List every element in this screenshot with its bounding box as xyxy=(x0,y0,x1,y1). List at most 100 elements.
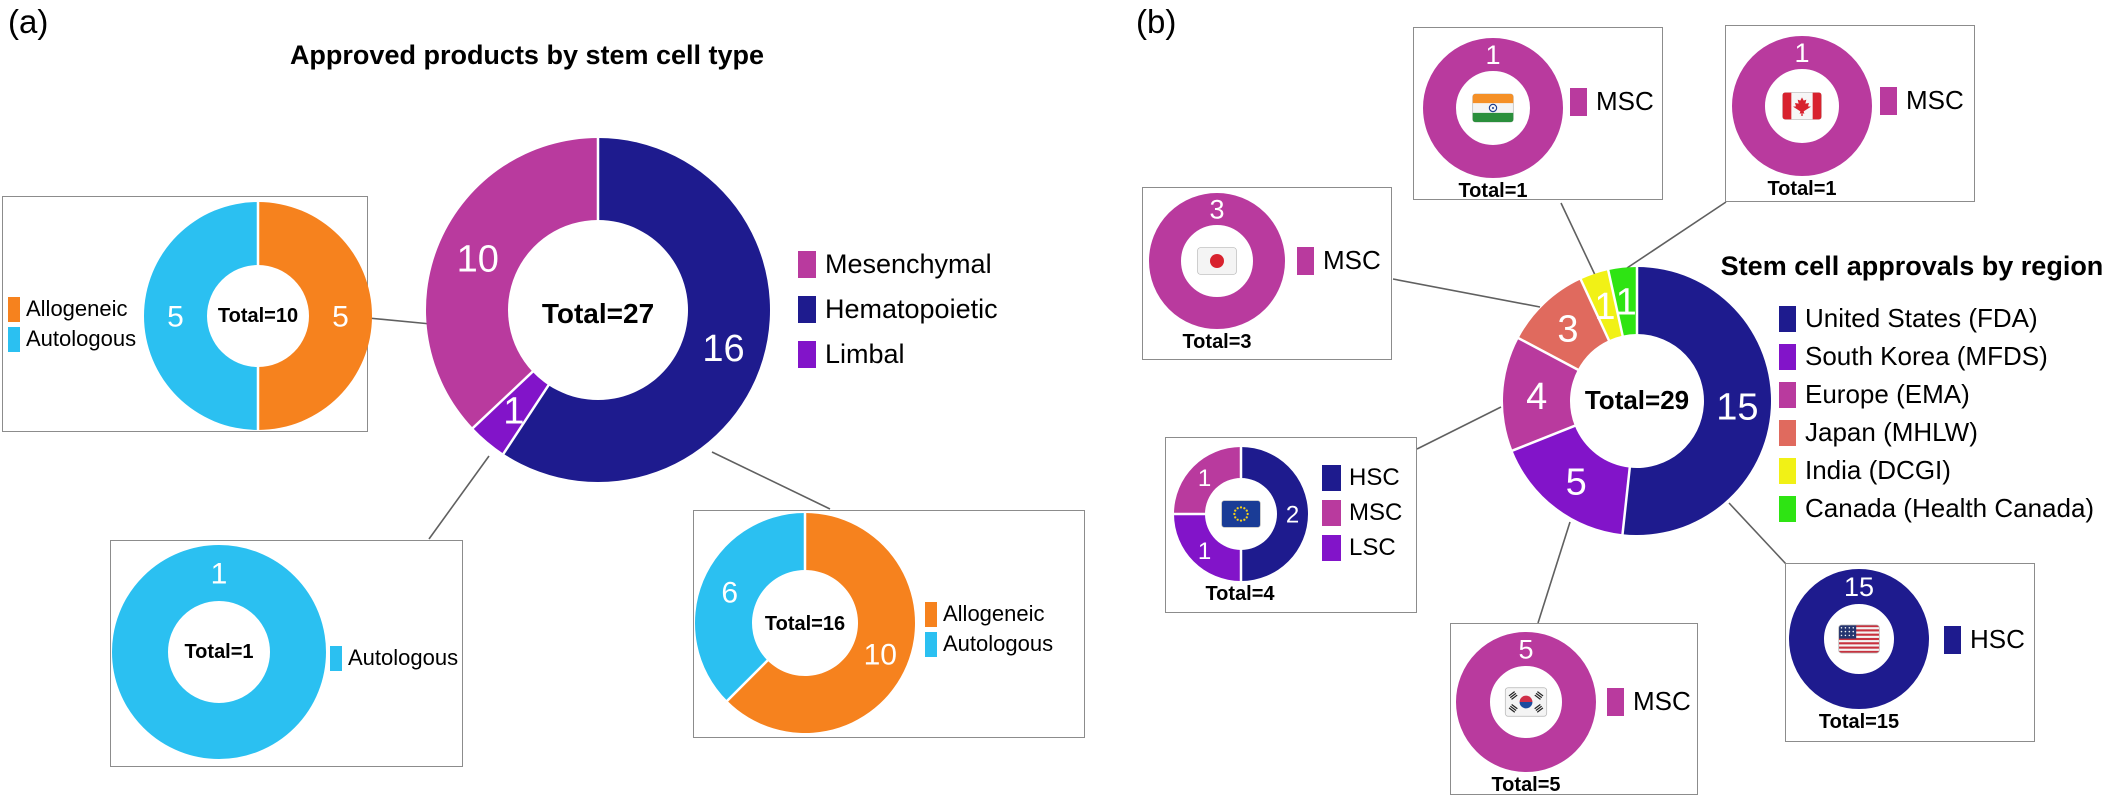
eu-flag-icon xyxy=(1221,500,1261,528)
legend-swatch xyxy=(1779,457,1796,484)
legend-label: Autologous xyxy=(943,631,1054,656)
legend-swatch xyxy=(330,645,342,671)
slice-separator xyxy=(1606,268,1625,337)
total-b-korea: Total=5 xyxy=(1491,774,1561,796)
total-b-main: Total=29 xyxy=(1584,385,1690,415)
legend-b-korea: MSC xyxy=(1607,686,1691,717)
panel-b-title: Stem cell approvals by region xyxy=(1720,251,2104,281)
connector-line xyxy=(1392,278,1541,308)
legend-swatch xyxy=(1779,305,1796,332)
legend-item-msc: MSC xyxy=(1322,499,1402,527)
connector-line xyxy=(428,455,490,540)
total-b-usa: Total=15 xyxy=(1818,711,1900,733)
pie-slice-india-dcgi xyxy=(1580,270,1623,341)
total-a-main: Total=27 xyxy=(541,298,655,329)
legend-label: HSC xyxy=(1349,464,1400,491)
slice-value-label: 15 xyxy=(1844,572,1874,602)
donut-japan: 3 xyxy=(1149,193,1285,329)
legend-swatch xyxy=(925,631,937,657)
connector-line xyxy=(367,317,432,325)
legend-swatch xyxy=(798,296,816,323)
legend-swatch xyxy=(1779,419,1796,446)
legend-label: Autologous xyxy=(348,645,459,670)
legend-item-autologous: Autologous xyxy=(8,326,136,352)
donut-south-korea: 5 xyxy=(1456,632,1596,772)
donut-canada: 1 xyxy=(1732,36,1872,176)
pie-slice-msc xyxy=(1456,632,1596,772)
legend-label: MSC xyxy=(1596,86,1654,116)
legend-label: MSC xyxy=(1906,85,1964,115)
pie-slice-canada-health-canada xyxy=(1608,267,1637,336)
total-b-india: Total=1 xyxy=(1458,180,1528,202)
donut-approved-by-stem-cell-type: 16 1 10 xyxy=(426,137,770,482)
legend-label: HSC xyxy=(1970,624,2025,654)
pie-slice-hsc xyxy=(1789,569,1929,709)
slice-value-label: 1 xyxy=(211,558,228,591)
legend-label: MSC xyxy=(1323,245,1381,275)
legend-label: MSC xyxy=(1349,499,1403,526)
legend-swatch xyxy=(1297,246,1314,275)
legend-item-mesenchymal: Mesenchymal xyxy=(798,249,998,280)
slice-value-label: 10 xyxy=(457,238,499,280)
pie-slice-allogeneic xyxy=(727,513,915,733)
slice-value-label: 16 xyxy=(702,328,744,370)
legend-swatch xyxy=(1779,381,1796,408)
donut-mesenchymal-allo-auto: 55 xyxy=(144,201,372,431)
donut-hematopoietic-allo-auto: 106 xyxy=(695,512,915,733)
panel-a-label: (a) xyxy=(8,3,49,40)
legend-label: India (DCGI) xyxy=(1805,455,1951,485)
canada-flag-icon xyxy=(1782,92,1822,120)
donut-india: 1 xyxy=(1423,38,1563,178)
legend-item-limbal: Limbal xyxy=(798,339,998,370)
pie-slice-autologous xyxy=(144,202,258,430)
connector-line xyxy=(1728,502,1787,565)
legend-swatch xyxy=(798,341,816,368)
donut-europe: 211 xyxy=(1173,446,1308,582)
legend-a-sat1: Autologous xyxy=(330,645,458,671)
total-b-canada: Total=1 xyxy=(1767,178,1837,200)
slice-value-label: 1 xyxy=(503,391,524,433)
slice-separator xyxy=(471,370,535,430)
legend-label: Allogeneic xyxy=(26,296,128,321)
connector-line xyxy=(1416,406,1502,450)
legend-label: Allogeneic xyxy=(943,601,1045,626)
slice-value-label: 2 xyxy=(1286,501,1299,528)
legend-label: Canada (Health Canada) xyxy=(1805,493,2095,523)
slice-separator xyxy=(501,383,551,456)
total-a-sat1: Total=1 xyxy=(184,641,254,663)
legend-swatch xyxy=(1570,87,1587,116)
slice-value-label: 4 xyxy=(1526,376,1547,418)
connector-line xyxy=(1560,202,1597,278)
pie-slice-lsc xyxy=(1174,514,1241,581)
slice-value-label: 1 xyxy=(1485,40,1500,70)
legend-item-hematopoietic: Hematopoietic xyxy=(798,294,998,325)
slice-value-label: 1 xyxy=(1198,465,1211,492)
legend-item-united-states-fda: United States (FDA) xyxy=(1779,303,2094,334)
legend-label: Hematopoietic xyxy=(825,294,998,324)
legend-swatch xyxy=(925,601,937,627)
legend-b-japan: MSC xyxy=(1297,245,1381,276)
legend-swatch xyxy=(8,296,20,322)
pie-slice-europe-ema xyxy=(1503,338,1578,451)
legend-swatch xyxy=(1779,495,1796,522)
legend-label: Japan (MHLW) xyxy=(1805,417,1978,447)
slice-value-label: 3 xyxy=(1209,194,1224,224)
india-flag-icon xyxy=(1472,93,1514,123)
legend-item-south-korea-mfds: South Korea (MFDS) xyxy=(1779,341,2094,372)
legend-item-msc: MSC xyxy=(1297,245,1381,276)
connector-line xyxy=(711,451,831,510)
total-a-sat16: Total=16 xyxy=(764,613,846,635)
legend-swatch xyxy=(1322,535,1341,561)
slice-value-label: 5 xyxy=(1566,461,1587,503)
pie-slice-msc xyxy=(1732,36,1872,176)
legend-b-india: MSC xyxy=(1570,86,1654,117)
panel-a-title: Approved products by stem cell type xyxy=(289,40,765,70)
south-korea-flag-icon xyxy=(1504,687,1548,717)
legend-label: Mesenchymal xyxy=(825,249,992,279)
legend-item-allogeneic: Allogeneic xyxy=(925,601,1053,627)
legend-item-europe-ema: Europe (EMA) xyxy=(1779,379,2094,410)
